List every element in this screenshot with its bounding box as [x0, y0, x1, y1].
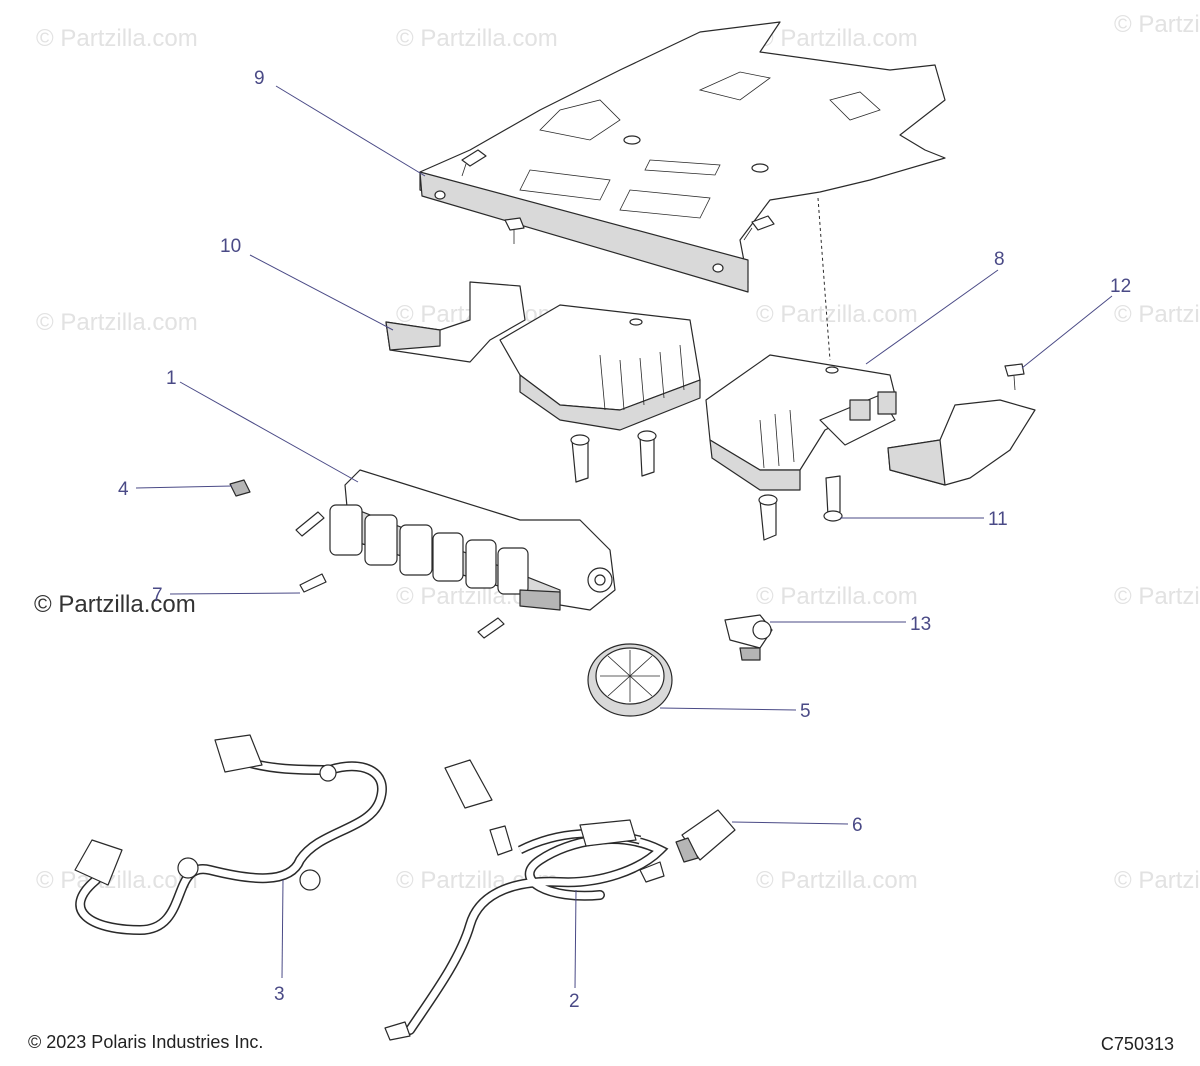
- callout-5: 5: [800, 701, 811, 722]
- callout-numbers: 9 10 8 12 1 4 11 7 13 5 6 3 2: [118, 68, 1131, 1012]
- callout-4: 4: [118, 479, 129, 500]
- watermark: © Partzilla.com: [1114, 301, 1200, 328]
- right-heat-shield: [887, 399, 1036, 486]
- callout-13: 13: [910, 614, 931, 635]
- watermark: © Partzilla.com: [1114, 583, 1200, 610]
- watermark: © Partzilla.com: [756, 25, 918, 52]
- watermark: © Partzilla.com: [756, 301, 918, 328]
- drawing-number: C750313: [1100, 1034, 1174, 1054]
- watermark-prominent: © Partzilla.com: [34, 591, 196, 618]
- part-2-wire-harness: [384, 759, 669, 1041]
- leader-12: [1021, 295, 1113, 369]
- leader-10: [249, 254, 394, 331]
- watermark: © Partzilla.com: [36, 25, 198, 52]
- part-13-connector-clip: [724, 614, 773, 661]
- watermark: © Partzilla.com: [756, 867, 918, 894]
- watermark: © Partzilla.com: [396, 25, 558, 52]
- part-4-mini-fuse: [229, 479, 251, 497]
- callout-7: 7: [152, 585, 163, 606]
- part-6-connector: [675, 809, 736, 863]
- leader-lines: [135, 85, 1113, 989]
- callout-9: 9: [254, 68, 265, 89]
- watermark: © Partzilla.com: [1114, 867, 1200, 894]
- part-1-fuse-relay-block: [329, 469, 616, 611]
- callout-6: 6: [852, 815, 863, 836]
- copyright-notice: © 2023 Polaris Industries Inc.: [28, 1032, 264, 1052]
- watermarks: © Partzilla.com © Partzilla.com © Partzi…: [34, 11, 1200, 894]
- part-12-push-rivet: [1004, 363, 1025, 391]
- callout-2: 2: [569, 991, 580, 1012]
- callout-8: 8: [994, 249, 1005, 270]
- bolts: [570, 430, 843, 541]
- small-screws: [295, 511, 505, 639]
- leader-9: [275, 85, 426, 177]
- callout-3: 3: [274, 984, 285, 1005]
- part-9-mounting-bracket: [419, 21, 946, 293]
- alignment-line: [817, 197, 831, 361]
- callout-1: 1: [166, 368, 177, 389]
- part-3-wire-harness: [74, 734, 387, 936]
- leader-7: [169, 592, 301, 595]
- leader-4: [135, 485, 233, 489]
- watermark: © Partzilla.com: [36, 309, 198, 336]
- leader-6: [731, 821, 849, 825]
- part-5-grommet: [587, 643, 673, 717]
- leader-3: [281, 879, 284, 979]
- part-10-left-heat-shield: [385, 217, 526, 363]
- watermark: © Partzilla.com: [1114, 11, 1200, 38]
- leader-2: [574, 889, 577, 989]
- leader-5: [659, 707, 797, 711]
- callout-12: 12: [1110, 276, 1131, 297]
- upper-control-module: [499, 304, 701, 431]
- callout-10: 10: [220, 236, 241, 257]
- watermark: © Partzilla.com: [36, 867, 198, 894]
- leader-1: [179, 381, 359, 483]
- watermark: © Partzilla.com: [756, 583, 918, 610]
- callout-11: 11: [988, 509, 1008, 530]
- leader-8: [865, 269, 999, 365]
- part-8-right-control-module: [705, 354, 897, 491]
